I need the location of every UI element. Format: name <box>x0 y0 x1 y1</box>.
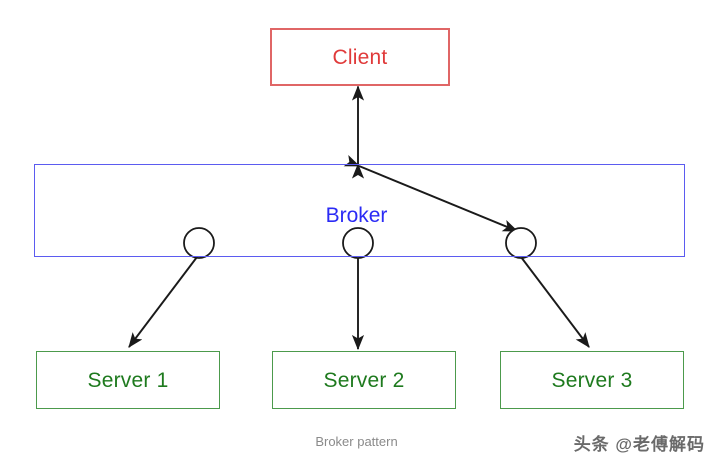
client-node: Client <box>270 28 450 86</box>
connector-broker-port3 <box>343 155 519 232</box>
client-node-label: Client <box>332 45 388 69</box>
diagram-caption: Broker pattern <box>315 434 398 449</box>
broker-port-3-icon <box>505 227 537 259</box>
broker-port-2-icon <box>342 227 374 259</box>
server-3-node-label: Server 3 <box>551 368 633 392</box>
broker-node-label: Broker <box>325 204 388 227</box>
connector-port1-server1 <box>128 242 211 348</box>
server-1-node: Server 1 <box>36 351 220 409</box>
server-2-node: Server 2 <box>272 351 456 409</box>
server-1-node-label: Server 1 <box>87 368 169 392</box>
server-3-node: Server 3 <box>500 351 684 409</box>
connector-port3-server3 <box>507 242 590 348</box>
watermark: 头条 @老傅解码 <box>573 435 705 454</box>
server-2-node-label: Server 2 <box>323 368 405 392</box>
broker-node <box>34 164 685 257</box>
broker-port-1-icon <box>183 227 215 259</box>
